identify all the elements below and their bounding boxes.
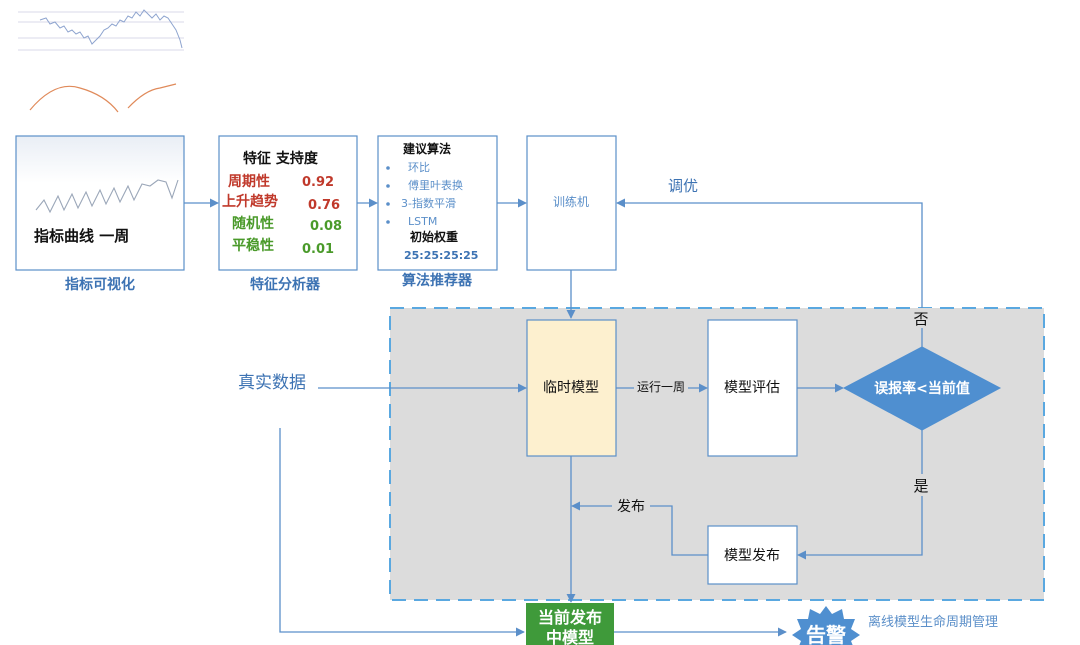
- current-model-line1: 当前发布: [538, 608, 602, 627]
- visualize-box-text: 指标曲线 一周: [34, 227, 129, 245]
- algorithm-caption: 算法推荐器: [402, 272, 473, 289]
- algorithm-item-2: 3-指数平滑: [401, 196, 456, 210]
- publish-label-bg: [612, 497, 650, 515]
- algorithm-panel: 建议算法 环比 傅里叶表换 3-指数平滑 LSTM 初始权重 25:25:25:…: [377, 135, 498, 271]
- feature-value-stable: 0.01: [302, 242, 334, 257]
- alarm-label: 告警: [806, 623, 846, 645]
- feature-value-periodic: 0.92: [302, 175, 334, 190]
- trainer-box: [526, 135, 617, 271]
- feature-label-random: 随机性: [232, 215, 274, 232]
- lifecycle-label: 离线模型生命周期管理: [868, 614, 998, 630]
- thumbnail-noisy-line: [39, 9, 183, 49]
- eval-model-label: 模型评估: [724, 380, 780, 396]
- bullet-icon: [386, 220, 390, 224]
- line-real-data-bypass: [279, 428, 525, 637]
- current-model-line2: 中模型: [546, 628, 594, 645]
- visualize-sparkline: [35, 179, 179, 214]
- run-week-label: 运行一周: [637, 380, 685, 394]
- feature-value-trend: 0.76: [308, 198, 340, 213]
- arrow-yes-to-publish: [797, 430, 923, 560]
- yes-label-bg: [910, 474, 934, 496]
- real-data-label: 真实数据: [238, 373, 306, 393]
- feature-panel: 特征 支持度 周期性 0.92 上升趋势 0.76 随机性 0.08 平稳性 0…: [218, 135, 358, 271]
- no-label: 否: [913, 310, 928, 328]
- feature-label-stable: 平稳性: [232, 237, 274, 254]
- bullet-icon: [386, 166, 390, 170]
- algorithm-weights-label: 初始权重: [410, 229, 458, 244]
- algorithm-item-3: LSTM: [408, 215, 437, 228]
- temp-model-label: 临时模型: [543, 380, 599, 396]
- publish-model-box: [707, 525, 798, 585]
- no-label-bg: [910, 308, 934, 328]
- feature-label-periodic: 周期性: [228, 173, 270, 190]
- algorithm-item-1: 傅里叶表换: [408, 178, 463, 192]
- yes-label: 是: [913, 477, 928, 495]
- visualize-panel: 指标曲线 一周: [15, 135, 185, 271]
- tune-label: 调优: [668, 177, 698, 195]
- feature-caption: 特征分析器: [250, 276, 321, 293]
- algorithm-item-0: 环比: [408, 161, 430, 174]
- algorithm-header: 建议算法: [402, 141, 451, 156]
- run-week-label-bg: [634, 378, 688, 394]
- thumbnail-sparklines: [18, 9, 184, 113]
- publish-label: 发布: [617, 499, 645, 515]
- bullet-icon: [386, 184, 390, 188]
- feature-header: 特征 支持度: [243, 150, 319, 167]
- publish-model-label: 模型发布: [724, 548, 780, 564]
- visualize-caption: 指标可视化: [65, 276, 135, 293]
- feature-value-random: 0.08: [310, 219, 342, 234]
- current-model-box: [526, 603, 614, 645]
- decision-label: 误报率<当前值: [874, 380, 970, 397]
- thumbnail-sine-line: [29, 83, 177, 113]
- bullet-icon: [386, 202, 390, 206]
- feature-label-trend: 上升趋势: [222, 193, 278, 210]
- algorithm-weights: 25:25:25:25: [404, 249, 478, 262]
- alarm-starburst-icon: [792, 606, 860, 645]
- trainer-label: 训练机: [553, 194, 589, 209]
- arrow-no-to-trainer: [616, 198, 923, 347]
